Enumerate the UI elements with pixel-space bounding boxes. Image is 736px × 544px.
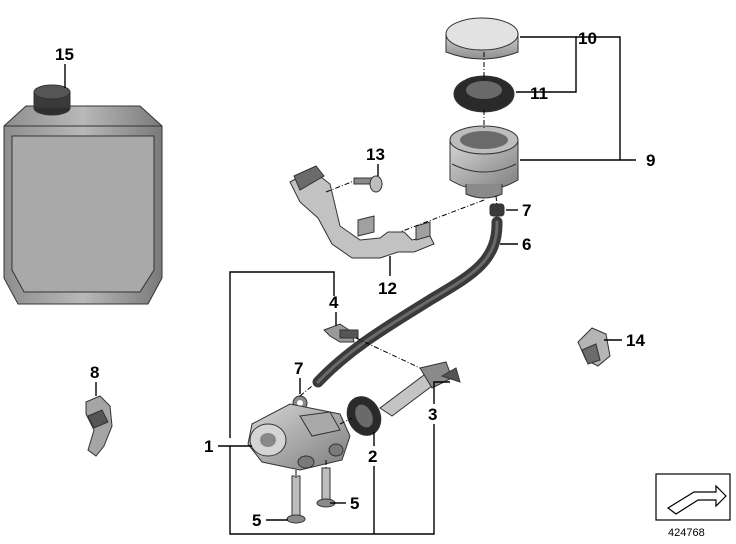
- arrow-icon: [666, 484, 727, 515]
- fluid-container: [3, 84, 163, 305]
- callout-7-upper: 7: [522, 201, 531, 220]
- clip-14: [577, 327, 611, 367]
- seal-boot: [346, 396, 382, 436]
- assembly-lines: [295, 52, 498, 478]
- hose-clip-upper: [489, 203, 505, 217]
- callout-4: 4: [329, 293, 339, 312]
- callout-6: 6: [522, 235, 531, 254]
- screw-13: [353, 175, 383, 193]
- reservoir-body: [449, 125, 519, 199]
- reservoir-diaphragm: [453, 75, 515, 113]
- callouts: 15 13 12 10 11 9 7 6 4 14 8 7 3 1 2 5 5: [55, 29, 655, 530]
- callout-12: 12: [378, 279, 397, 298]
- leader-lines: [64, 36, 636, 535]
- callout-11: 11: [530, 84, 548, 103]
- bolt-5-right: [316, 467, 336, 508]
- callout-5-left: 5: [252, 511, 261, 530]
- callout-7-lower: 7: [294, 359, 303, 378]
- bolt-5-left: [286, 475, 306, 524]
- callout-5-right: 5: [350, 494, 359, 513]
- callout-8: 8: [90, 363, 99, 382]
- push-rod: [379, 361, 461, 417]
- callout-9: 9: [646, 151, 655, 170]
- callout-2: 2: [368, 447, 377, 466]
- master-cylinder: [247, 403, 351, 471]
- reference-box: 424768: [655, 473, 731, 539]
- callout-14: 14: [626, 331, 645, 350]
- callout-13: 13: [366, 145, 385, 164]
- callout-3: 3: [428, 405, 437, 424]
- callout-1: 1: [204, 437, 213, 456]
- reference-number: 424768: [668, 527, 705, 539]
- holder-8: [85, 395, 113, 457]
- hose-clamp-4: [323, 323, 359, 343]
- callout-15: 15: [55, 45, 74, 64]
- reservoir-cap: [445, 17, 519, 60]
- fluid-hose: [312, 216, 503, 388]
- callout-10: 10: [578, 29, 597, 48]
